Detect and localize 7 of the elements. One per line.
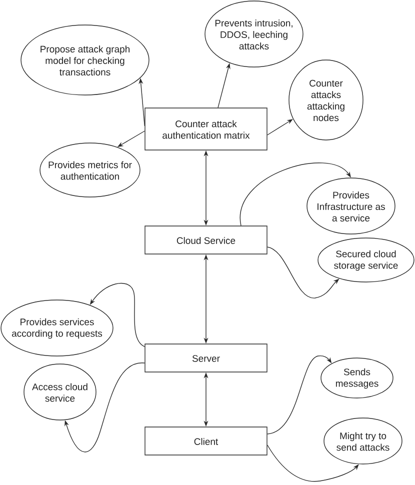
process-box: Cloud Service xyxy=(144,226,268,254)
process-box: Counter attack authentication matrix xyxy=(144,108,268,150)
arrow xyxy=(64,362,145,452)
process-box: Server xyxy=(144,344,268,372)
process-box: Client xyxy=(144,426,268,456)
arrow xyxy=(267,444,359,482)
arrow xyxy=(240,162,351,226)
